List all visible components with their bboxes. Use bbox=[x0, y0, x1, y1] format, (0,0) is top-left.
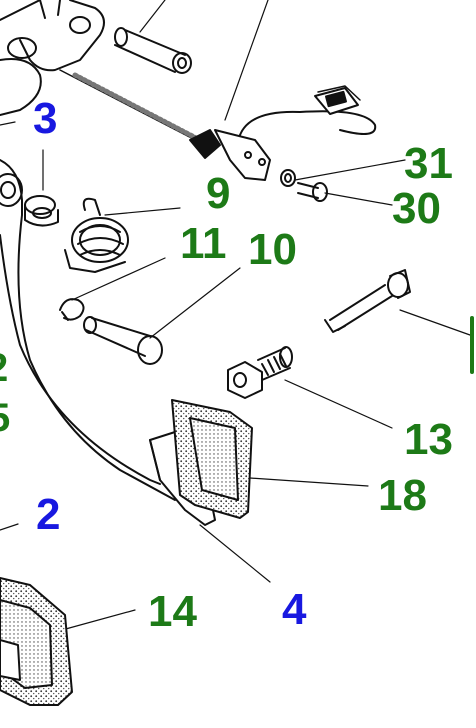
stop-bolt bbox=[227, 346, 293, 399]
callout-30: 30 bbox=[392, 184, 441, 233]
pedal-rubber bbox=[171, 399, 253, 519]
callout-14: 14 bbox=[148, 587, 197, 636]
callout-18: 18 bbox=[378, 471, 427, 520]
adjusting-screw bbox=[324, 269, 411, 333]
callout-edge-upper: 2 bbox=[0, 348, 8, 388]
callout-2: 2 bbox=[36, 490, 61, 539]
callout-10: 10 bbox=[248, 225, 297, 274]
pedal-rubber-lower bbox=[0, 577, 73, 706]
callout-9: 9 bbox=[206, 169, 231, 218]
pedal-arm bbox=[0, 159, 176, 501]
washer-and-bolt bbox=[280, 169, 328, 202]
callout-13: 13 bbox=[404, 415, 453, 464]
bushing bbox=[24, 195, 59, 227]
callout-4: 4 bbox=[282, 585, 307, 634]
callout-11: 11 bbox=[180, 219, 227, 268]
clevis-pin bbox=[83, 316, 163, 365]
leader-lines bbox=[0, 0, 471, 631]
return-spring bbox=[64, 197, 129, 273]
stop-light-switch bbox=[59, 69, 377, 181]
callout-31: 31 bbox=[404, 139, 453, 188]
pedal-bracket bbox=[0, 0, 105, 116]
callout-edge-lower: 5 bbox=[0, 398, 10, 438]
callout-3: 3 bbox=[33, 94, 58, 143]
pivot-pin bbox=[114, 27, 192, 74]
retaining-clip bbox=[59, 298, 85, 321]
